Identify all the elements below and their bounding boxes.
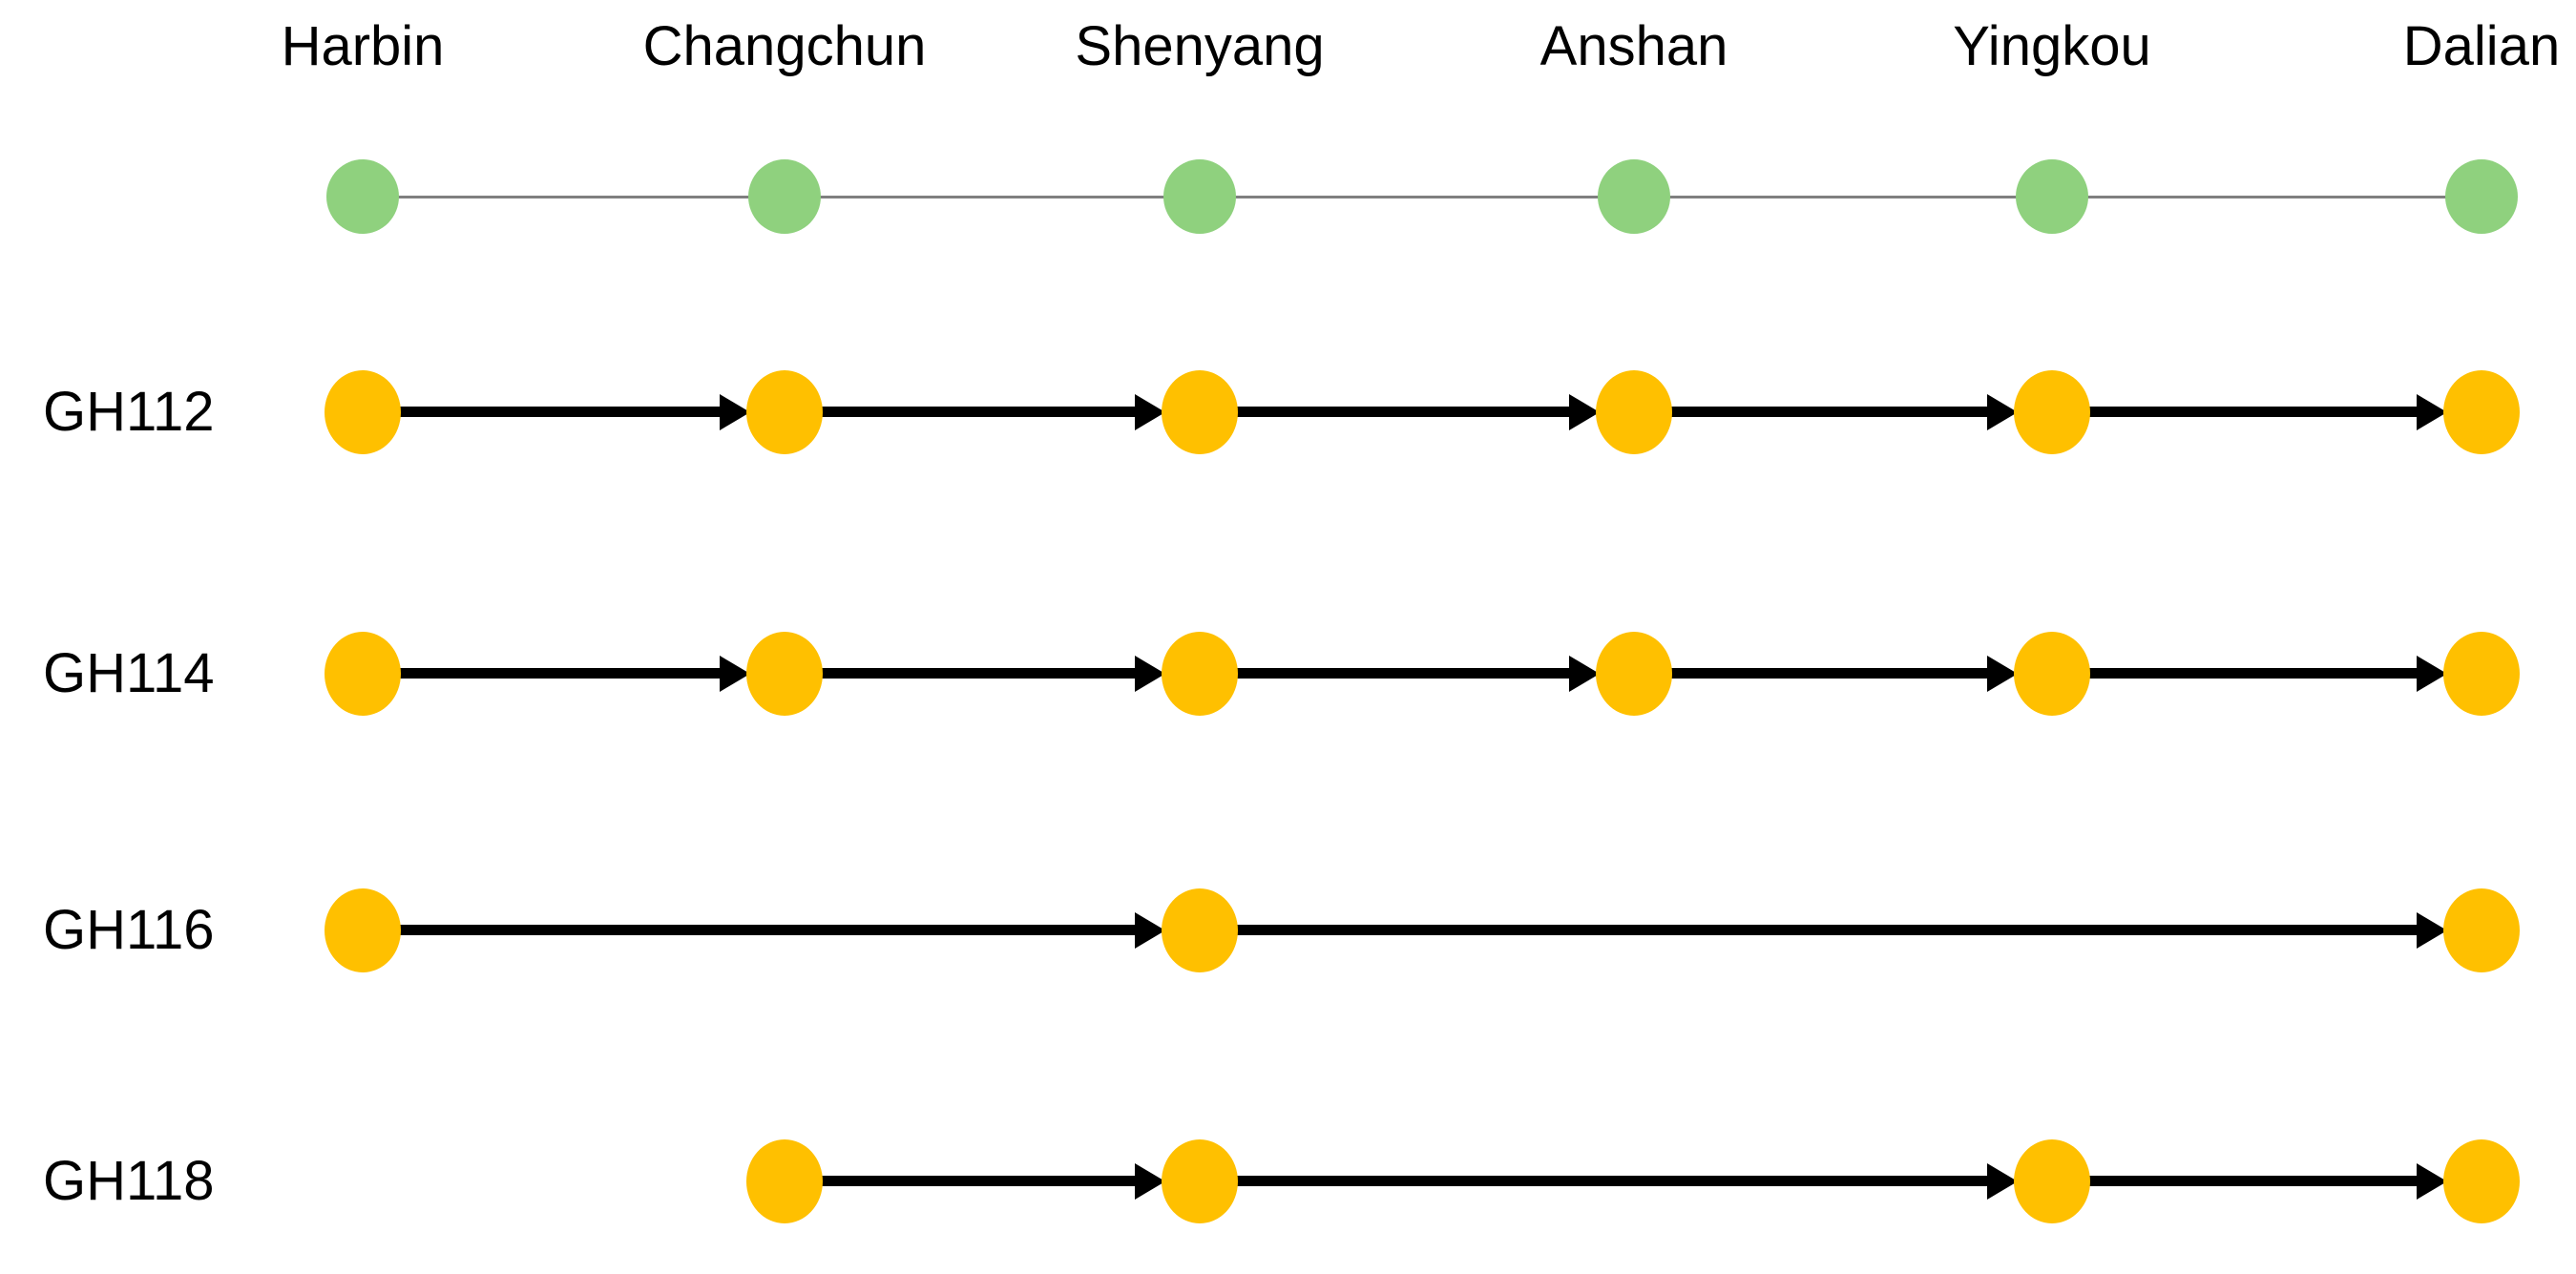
stop-node (325, 888, 401, 972)
arrow-shaft (2086, 668, 2419, 679)
stop-node (746, 370, 823, 454)
station-label: Changchun (642, 15, 927, 77)
stop-node (1596, 632, 1672, 716)
arrow-shaft (397, 925, 1138, 935)
stop-node (2443, 632, 2520, 716)
arrow-shaft (1234, 668, 1572, 679)
arrow-head-icon (1987, 656, 2018, 692)
arrow-head-icon (1135, 394, 1165, 430)
arrow-head-icon (720, 394, 750, 430)
train-label: GH114 (43, 642, 215, 704)
arrow-shaft (1668, 407, 1990, 417)
arrow-head-icon (2417, 394, 2447, 430)
arrow-shaft (397, 668, 723, 679)
stop-node (1162, 1139, 1238, 1223)
train-label: GH118 (43, 1150, 215, 1212)
stop-node (325, 632, 401, 716)
arrow-shaft (819, 1176, 1138, 1186)
station-label: Anshan (1539, 15, 1728, 77)
arrow-head-icon (1569, 394, 1600, 430)
stop-node (746, 1139, 823, 1223)
train-label: GH116 (43, 899, 215, 961)
stop-node (1162, 888, 1238, 972)
station-node (748, 159, 821, 234)
arrow-shaft (1234, 407, 1572, 417)
station-label: Harbin (281, 15, 445, 77)
arrow-head-icon (1987, 394, 2018, 430)
arrow-shaft (2086, 1176, 2419, 1186)
arrow-shaft (1234, 1176, 1990, 1186)
stop-node (1596, 370, 1672, 454)
station-label: Dalian (2402, 15, 2561, 77)
stop-node (2014, 632, 2090, 716)
stop-node (325, 370, 401, 454)
arrow-head-icon (720, 656, 750, 692)
stop-node (1162, 370, 1238, 454)
arrow-shaft (1668, 668, 1990, 679)
arrow-shaft (819, 407, 1138, 417)
stop-node (746, 632, 823, 716)
arrow-head-icon (1569, 656, 1600, 692)
arrow-head-icon (1135, 912, 1165, 949)
station-node (1163, 159, 1236, 234)
station-node (2016, 159, 2088, 234)
rail-line (363, 196, 2482, 198)
station-label: Yingkou (1953, 15, 2151, 77)
arrow-shaft (819, 668, 1138, 679)
arrow-shaft (397, 407, 723, 417)
stop-node (2443, 370, 2520, 454)
train-label: GH112 (43, 381, 215, 443)
stop-node (2014, 1139, 2090, 1223)
station-label: Shenyang (1075, 15, 1325, 77)
arrow-head-icon (1135, 1163, 1165, 1200)
stop-node (2443, 888, 2520, 972)
stop-node (2014, 370, 2090, 454)
arrow-head-icon (2417, 1163, 2447, 1200)
station-node (2445, 159, 2518, 234)
arrow-head-icon (2417, 912, 2447, 949)
stop-node (2443, 1139, 2520, 1223)
arrow-head-icon (1987, 1163, 2018, 1200)
arrow-shaft (1234, 925, 2419, 935)
arrow-head-icon (1135, 656, 1165, 692)
arrow-head-icon (2417, 656, 2447, 692)
stop-node (1162, 632, 1238, 716)
station-node (326, 159, 399, 234)
arrow-shaft (2086, 407, 2419, 417)
station-node (1598, 159, 1670, 234)
